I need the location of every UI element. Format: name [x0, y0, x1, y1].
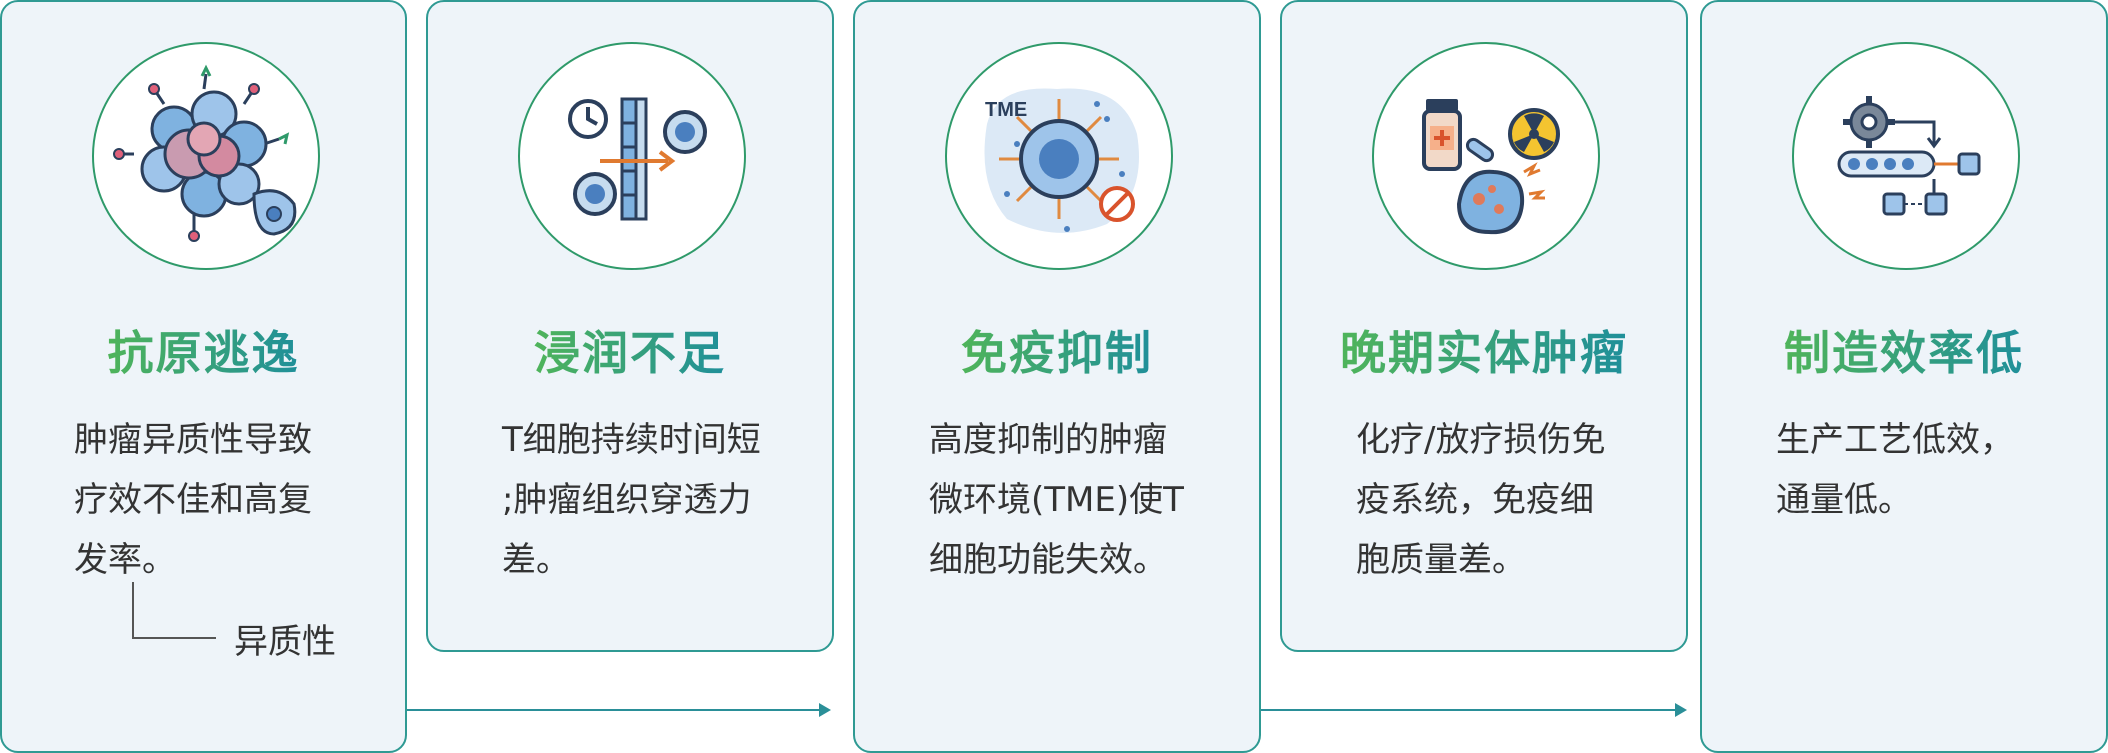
manufacturing-process-icon — [1837, 96, 1981, 216]
description-line: 肿瘤异质性导致 — [74, 420, 312, 460]
description-line: 疫系统，免疫细 — [1356, 480, 1594, 520]
icon-circle: TME — [945, 42, 1173, 270]
card-description: 化疗/放疗损伤免 疫系统，免疫细 胞质量差。 — [1356, 410, 1605, 590]
annotation-leader-line — [132, 582, 216, 639]
description-line: 发率。 — [74, 540, 176, 580]
tme-suppression-icon: TME — [984, 88, 1139, 233]
connector-arrow — [407, 703, 831, 717]
card-description: 肿瘤异质性导致 疗效不佳和高复 发率。 — [74, 410, 312, 590]
t-cell-barrier-icon — [568, 97, 707, 221]
card-title: 制造效率低 — [1784, 326, 2024, 380]
card-advanced-solid-tumor: 晚期实体肿瘤 化疗/放疗损伤免 疫系统，免疫细 胞质量差。 — [1280, 0, 1688, 652]
card-immunosuppression: TME 免疫抑制 高度抑制的肿瘤 微环境(TME)使T 细胞功能失效。 — [853, 0, 1261, 753]
annotation-label: 异质性 — [234, 622, 336, 662]
chemo-radiation-damage-icon — [1422, 99, 1560, 235]
tme-label: TME — [985, 99, 1027, 121]
heterogeneous-tumor-cells-icon — [113, 64, 297, 242]
description-line: 胞质量差。 — [1356, 540, 1526, 580]
icon-circle — [92, 42, 320, 270]
card-title: 免疫抑制 — [961, 326, 1153, 380]
card-low-manufacturing-efficiency: 制造效率低 生产工艺低效， 通量低。 — [1700, 0, 2108, 753]
description-line: T细胞持续时间短 — [502, 420, 761, 460]
card-antigen-escape: 抗原逃逸 肿瘤异质性导致 疗效不佳和高复 发率。 异质性 — [0, 0, 407, 753]
card-description: 生产工艺低效， 通量低。 — [1776, 410, 2014, 530]
icon-circle — [1792, 42, 2020, 270]
card-description: T细胞持续时间短 ;肿瘤组织穿透力 差。 — [502, 410, 761, 590]
description-line: ;肿瘤组织穿透力 — [502, 480, 752, 520]
description-line: 化疗/放疗损伤免 — [1356, 420, 1606, 460]
description-line: 微环境(TME)使T — [929, 480, 1184, 520]
description-line: 疗效不佳和高复 — [74, 480, 312, 520]
description-line: 细胞功能失效。 — [929, 540, 1167, 580]
description-line: 高度抑制的肿瘤 — [929, 420, 1167, 460]
icon-circle — [518, 42, 746, 270]
connector-arrow — [1261, 703, 1687, 717]
card-title: 浸润不足 — [534, 326, 726, 380]
description-line: 通量低。 — [1776, 480, 1912, 520]
description-line: 差。 — [502, 540, 570, 580]
icon-circle — [1372, 42, 1600, 270]
card-description: 高度抑制的肿瘤 微环境(TME)使T 细胞功能失效。 — [929, 410, 1184, 590]
card-insufficient-infiltration: 浸润不足 T细胞持续时间短 ;肿瘤组织穿透力 差。 — [426, 0, 834, 652]
description-line: 生产工艺低效， — [1776, 420, 2014, 460]
card-title: 晚期实体肿瘤 — [1340, 326, 1628, 380]
card-title: 抗原逃逸 — [107, 326, 300, 380]
